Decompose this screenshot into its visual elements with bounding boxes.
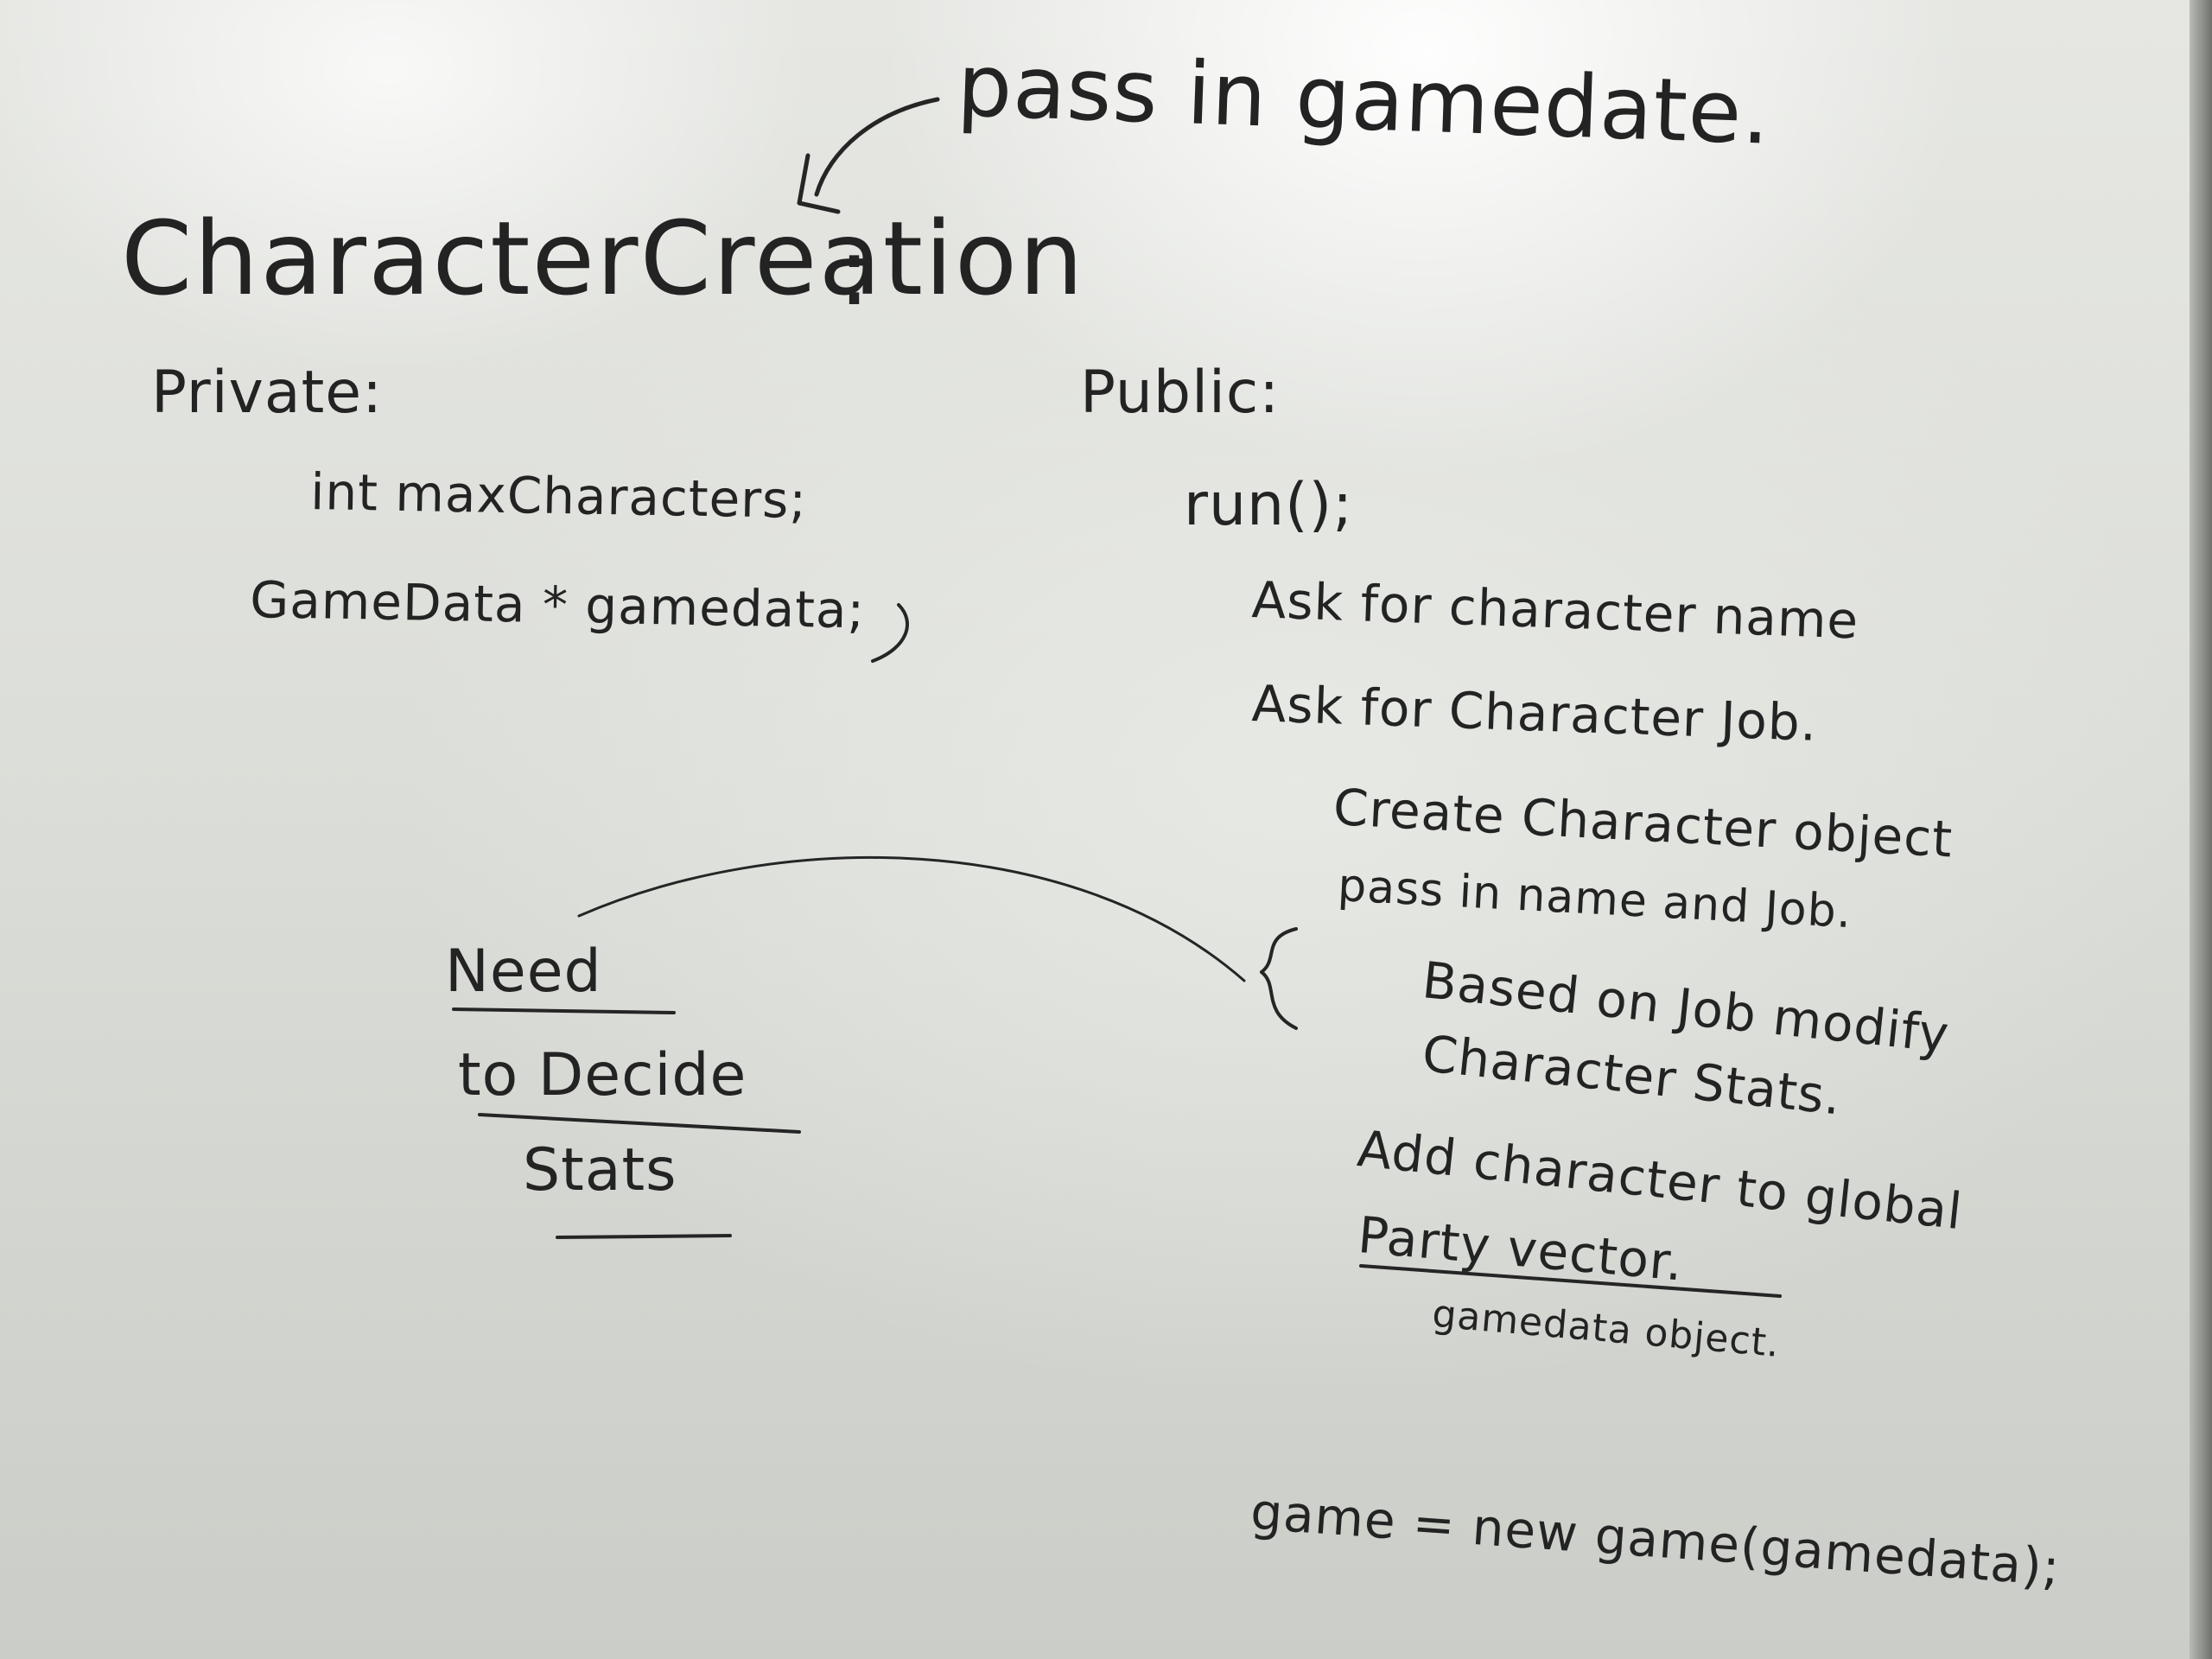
private-member-max-characters: int maxCharacters; bbox=[309, 462, 808, 531]
pass-in-arrow bbox=[814, 97, 940, 197]
pointer-mark bbox=[871, 603, 909, 663]
curly-brace bbox=[1260, 927, 1298, 1030]
class-name: CharacterCreation bbox=[121, 199, 1085, 318]
side-note-to-decide: to Decide bbox=[458, 1041, 747, 1109]
private-heading: Private: bbox=[151, 359, 383, 427]
side-note-stats: Stats bbox=[523, 1136, 677, 1205]
underline-stats bbox=[556, 1234, 732, 1239]
side-note-need: Need bbox=[445, 938, 602, 1006]
method-run: run(); bbox=[1184, 471, 1354, 539]
whiteboard-frame-edge bbox=[2190, 0, 2212, 1659]
class-colon: : bbox=[838, 216, 873, 327]
underline-party-vector bbox=[1359, 1264, 1782, 1298]
pass-in-arrow-head bbox=[797, 153, 841, 214]
public-heading: Public: bbox=[1080, 359, 1281, 427]
underline-need bbox=[452, 1007, 676, 1014]
private-member-gamedata: GameData * gamedata; bbox=[249, 570, 866, 640]
underline-to-decide bbox=[478, 1113, 801, 1134]
connector-arc bbox=[577, 855, 1246, 982]
